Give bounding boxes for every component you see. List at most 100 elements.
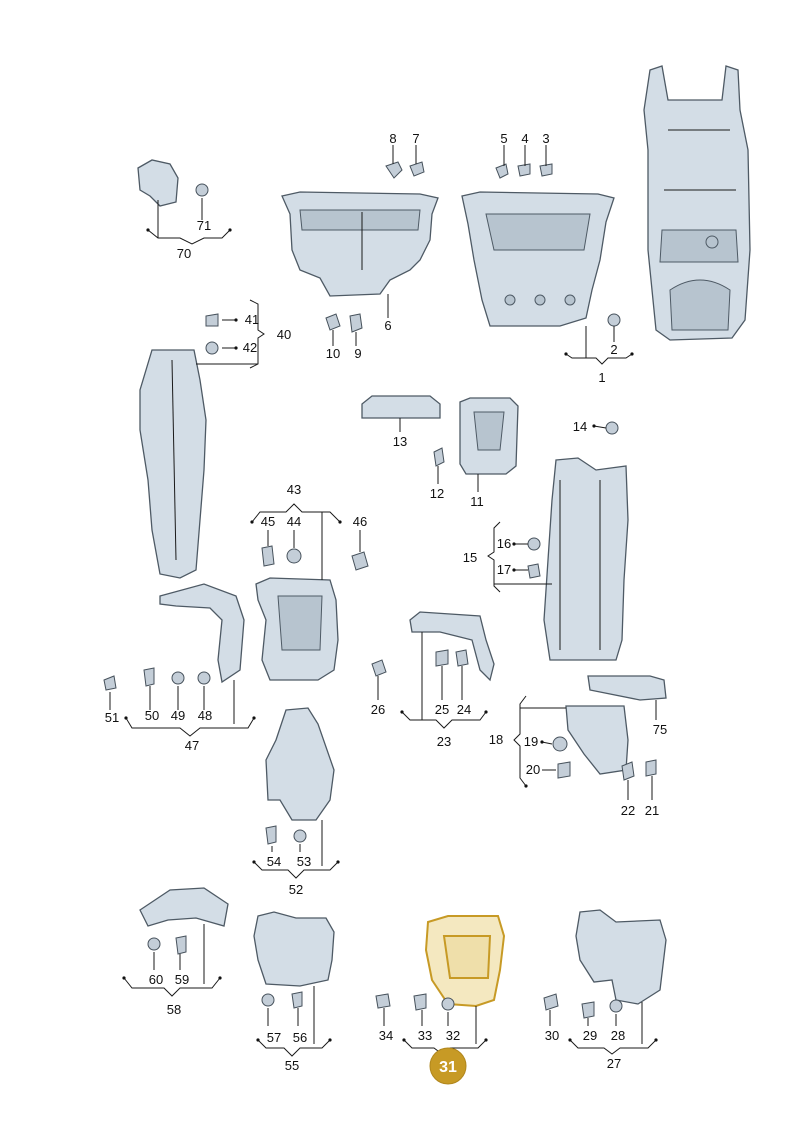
part-41-clip[interactable]: [205, 313, 219, 327]
callout-8[interactable]: 8: [389, 131, 396, 146]
part-9-clip[interactable]: [349, 313, 363, 333]
callout-30[interactable]: 30: [545, 1028, 559, 1043]
callout-75[interactable]: 75: [653, 722, 667, 737]
part-70-bracket[interactable]: [137, 159, 179, 207]
callout-56[interactable]: 56: [293, 1030, 307, 1045]
part-40-tunnel-shield[interactable]: [139, 349, 207, 579]
callout-9[interactable]: 9: [354, 346, 361, 361]
callout-46[interactable]: 46: [353, 514, 367, 529]
callout-27[interactable]: 27: [607, 1056, 621, 1071]
part-54-clip[interactable]: [265, 825, 277, 845]
callout-5[interactable]: 5: [500, 131, 507, 146]
callout-16[interactable]: 16: [497, 536, 511, 551]
part-52-shield[interactable]: [265, 707, 335, 821]
callout-15[interactable]: 15: [463, 550, 477, 565]
part-48-nut[interactable]: [197, 671, 211, 685]
callout-23[interactable]: 23: [437, 734, 451, 749]
part-33-clip[interactable]: [413, 993, 427, 1011]
part-19-nut[interactable]: [552, 736, 568, 752]
part-25-clip[interactable]: [435, 649, 449, 667]
part-75-bracket[interactable]: [587, 675, 667, 701]
part-51-clip[interactable]: [103, 675, 117, 691]
part-56-clip[interactable]: [291, 991, 303, 1009]
callout-52[interactable]: 52: [289, 882, 303, 897]
part-53-nut[interactable]: [293, 829, 307, 843]
callout-2[interactable]: 2: [610, 342, 617, 357]
callout-70[interactable]: 70: [177, 246, 191, 261]
part-27-shield[interactable]: [575, 909, 667, 1005]
part-49-nut[interactable]: [171, 671, 185, 685]
part-50-clip[interactable]: [143, 667, 155, 687]
part-10-clip[interactable]: [325, 313, 341, 331]
callout-29[interactable]: 29: [583, 1028, 597, 1043]
part-13-bracket[interactable]: [361, 395, 441, 419]
part-20-clip[interactable]: [557, 761, 571, 779]
callout-28[interactable]: 28: [611, 1028, 625, 1043]
part-58-shield[interactable]: [139, 887, 229, 927]
part-57-nut[interactable]: [261, 993, 275, 1007]
callout-13[interactable]: 13: [393, 434, 407, 449]
callout-17[interactable]: 17: [497, 562, 511, 577]
part-30-clip[interactable]: [543, 993, 559, 1011]
callout-57[interactable]: 57: [267, 1030, 281, 1045]
part-47-arch[interactable]: [159, 583, 245, 684]
part-44-nut[interactable]: [286, 548, 302, 564]
callout-51[interactable]: 51: [105, 710, 119, 725]
callout-55[interactable]: 55: [285, 1058, 299, 1073]
callout-18[interactable]: 18: [489, 732, 503, 747]
callout-26[interactable]: 26: [371, 702, 385, 717]
callout-71[interactable]: 71: [197, 218, 211, 233]
part-43-wheelhouse-shield[interactable]: [255, 577, 339, 681]
part-29-clip[interactable]: [581, 1001, 595, 1019]
callout-48[interactable]: 48: [198, 708, 212, 723]
callout-45[interactable]: 45: [261, 514, 275, 529]
callout-20[interactable]: 20: [526, 762, 540, 777]
part-31-shield-highlighted[interactable]: [424, 915, 506, 1008]
part-15-side-shield[interactable]: [543, 457, 629, 661]
part-24-clip[interactable]: [455, 649, 469, 667]
callout-49[interactable]: 49: [171, 708, 185, 723]
callout-47[interactable]: 47: [185, 738, 199, 753]
callout-34[interactable]: 34: [379, 1028, 393, 1043]
part-59-clip[interactable]: [175, 935, 187, 955]
callout-4[interactable]: 4: [521, 131, 528, 146]
callout-50[interactable]: 50: [145, 708, 159, 723]
callout-40[interactable]: 40: [277, 327, 291, 342]
callout-7[interactable]: 7: [412, 131, 419, 146]
part-17-clip[interactable]: [527, 563, 541, 579]
part-1-front-shield[interactable]: [461, 191, 615, 327]
part-2-nut[interactable]: [607, 313, 621, 327]
part-11-shield[interactable]: [459, 397, 519, 475]
callout-54[interactable]: 54: [267, 854, 281, 869]
callout-19[interactable]: 19: [524, 734, 538, 749]
callout-22[interactable]: 22: [621, 803, 635, 818]
part-55-shield[interactable]: [253, 911, 335, 987]
part-34-clip[interactable]: [375, 993, 391, 1009]
callout-3[interactable]: 3: [542, 131, 549, 146]
part-46-clip[interactable]: [351, 551, 369, 571]
callout-24[interactable]: 24: [457, 702, 471, 717]
callout-32[interactable]: 32: [446, 1028, 460, 1043]
part-18-shield[interactable]: [565, 705, 629, 775]
part-21-clip[interactable]: [645, 759, 657, 777]
part-45-clip[interactable]: [261, 545, 275, 567]
part-6-engine-shield[interactable]: [281, 191, 439, 297]
callout-31[interactable]: 31: [439, 1059, 457, 1076]
callout-31-highlighted-badge[interactable]: 31: [429, 1047, 467, 1085]
part-14-nut[interactable]: [605, 421, 619, 435]
part-26-clip[interactable]: [371, 659, 387, 677]
callout-44[interactable]: 44: [287, 514, 301, 529]
part-42-nut[interactable]: [205, 341, 219, 355]
callout-43[interactable]: 43: [287, 482, 301, 497]
callout-53[interactable]: 53: [297, 854, 311, 869]
part-22-clip[interactable]: [621, 761, 635, 781]
callout-10[interactable]: 10: [326, 346, 340, 361]
callout-33[interactable]: 33: [418, 1028, 432, 1043]
callout-21[interactable]: 21: [645, 803, 659, 818]
callout-6[interactable]: 6: [384, 318, 391, 333]
callout-11[interactable]: 11: [470, 494, 484, 509]
callout-41[interactable]: 41: [245, 312, 259, 327]
callout-42[interactable]: 42: [243, 340, 257, 355]
part-16-nut[interactable]: [527, 537, 541, 551]
callout-59[interactable]: 59: [175, 972, 189, 987]
